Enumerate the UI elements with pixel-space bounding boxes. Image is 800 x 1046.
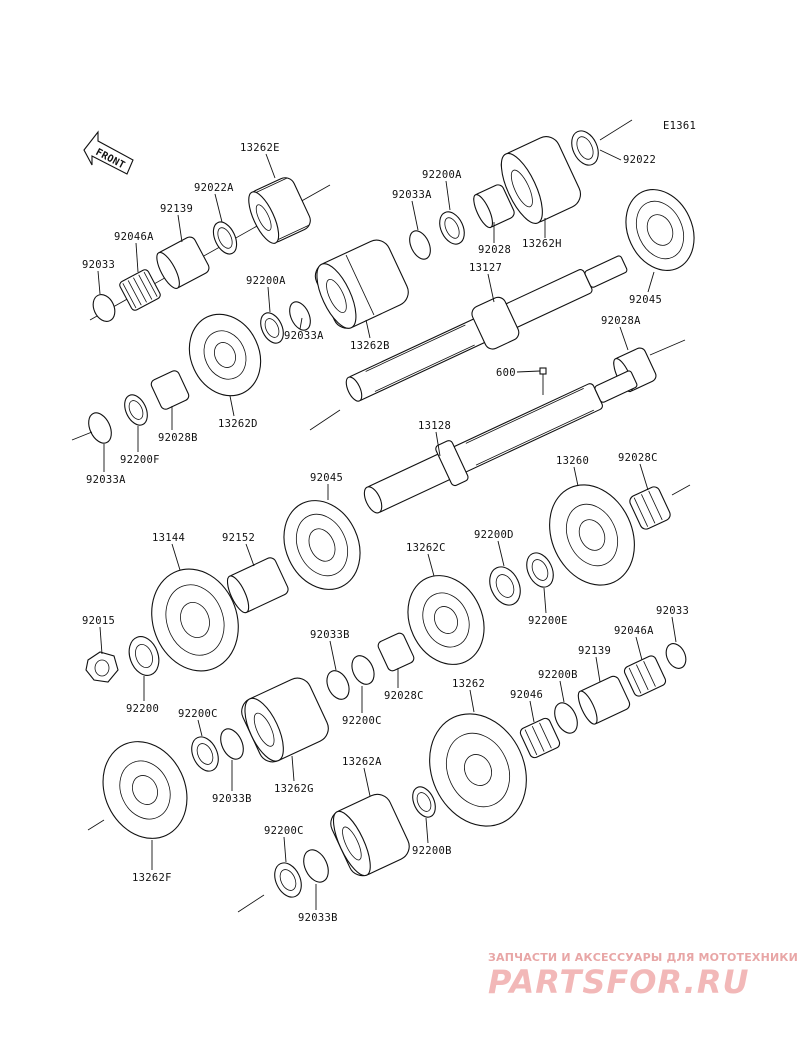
part-label: 92200C — [178, 708, 218, 720]
diagram-code: E1361 — [663, 120, 696, 132]
part-label: 13128 — [418, 420, 451, 432]
part-label: 92045 — [629, 294, 662, 306]
watermark-tagline: ЗАПЧАСТИ И АКСЕССУАРЫ ДЛЯ МОТОТЕХНИКИ — [488, 951, 798, 964]
part-label: 13262G — [274, 783, 314, 795]
part-label: 13260 — [556, 455, 589, 467]
part-label: 92033A — [86, 474, 126, 486]
part-label: 92200C — [342, 715, 382, 727]
part-label: 600 — [496, 367, 516, 379]
part-label: 92033B — [310, 629, 350, 641]
part-label: 13262 — [452, 678, 485, 690]
part-label: 92033B — [212, 793, 252, 805]
part-label: 92022A — [194, 182, 234, 194]
part-labels: 13262E 92022A 92139 92046A 92033 92200A … — [82, 142, 689, 924]
part-label: 13262F — [132, 872, 172, 884]
part-label: 92139 — [160, 203, 193, 215]
part-label: 92028B — [158, 432, 198, 444]
watermark-logo: PARTSFOR.RU — [488, 963, 750, 1001]
lower-shaft-group — [237, 643, 687, 913]
part-label: 92022 — [623, 154, 656, 166]
part-label: 92045 — [310, 472, 343, 484]
part-label: 92139 — [578, 645, 611, 657]
part-label: 13127 — [469, 262, 502, 274]
part-label: 92033A — [284, 330, 324, 342]
part-label: 13262D — [218, 418, 258, 430]
part-label: 92028 — [478, 244, 511, 256]
part-label: 13262C — [406, 542, 446, 554]
part-label: 13262E — [240, 142, 280, 154]
part-label: 92028C — [384, 690, 424, 702]
part-label: 92200D — [474, 529, 514, 541]
part-label: 92200B — [538, 669, 578, 681]
part-label: 92046 — [510, 689, 543, 701]
part-label: 13262H — [522, 238, 562, 250]
part-label: 92200A — [422, 169, 462, 181]
upper-shaft-group — [71, 119, 695, 444]
part-label: 92200 — [126, 703, 159, 715]
part-label: 92033 — [82, 259, 115, 271]
part-label: 92200A — [246, 275, 286, 287]
part-label: 92200E — [528, 615, 568, 627]
part-label: 13144 — [152, 532, 185, 544]
part-label: 13262B — [350, 340, 390, 352]
part-label: 92200C — [264, 825, 304, 837]
part-label: 92033 — [656, 605, 689, 617]
part-label: 92046A — [114, 231, 154, 243]
part-label: 13262A — [342, 756, 382, 768]
front-arrow-icon: FRONT — [83, 130, 134, 175]
part-label: 92200F — [120, 454, 160, 466]
part-label: 92046A — [614, 625, 654, 637]
part-label: 92015 — [82, 615, 115, 627]
part-label: 92028A — [601, 315, 641, 327]
part-label: 92152 — [222, 532, 255, 544]
part-label: 92200B — [412, 845, 452, 857]
part-label: 92033A — [392, 189, 432, 201]
part-label: 92028C — [618, 452, 658, 464]
middle-shaft-group — [85, 339, 691, 839]
part-label: 92033B — [298, 912, 338, 924]
